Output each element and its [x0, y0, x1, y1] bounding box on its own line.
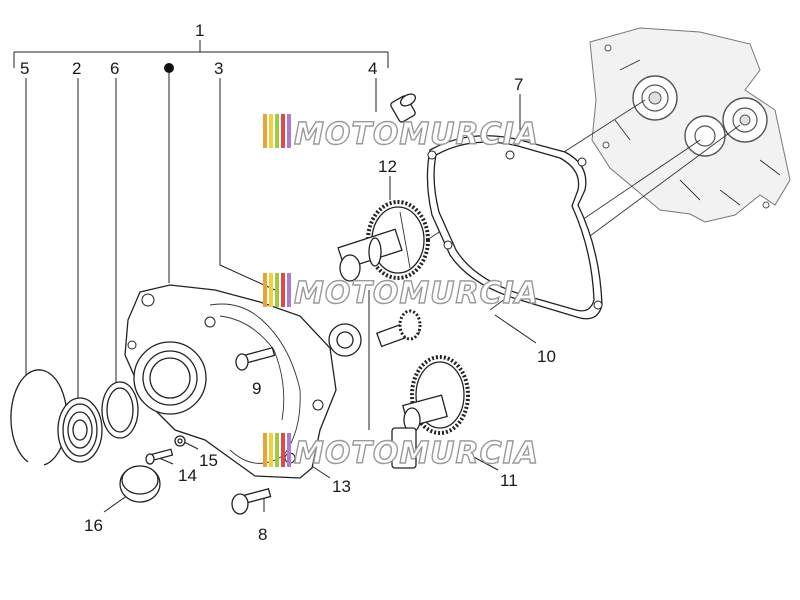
- gear-12: [337, 200, 430, 282]
- plug-cap: [119, 465, 161, 503]
- callout-1: 1: [195, 21, 204, 40]
- watermark-stripe: [281, 114, 285, 148]
- watermark-stripe: [269, 433, 273, 467]
- callout-8: 8: [258, 525, 267, 544]
- watermark-stripe: [287, 114, 291, 148]
- gasket: [426, 135, 603, 320]
- dowel-pin: [390, 93, 417, 123]
- watermark-stripe: [287, 273, 291, 307]
- leader-lines: [25, 73, 537, 513]
- callout-16: 16: [84, 516, 103, 535]
- watermark-stripe: [263, 114, 267, 148]
- callout-3: 3: [214, 59, 223, 78]
- group-bracket: [13, 40, 389, 73]
- callout-labels: 1 5 2 6 3 4 7 12 9 10 15 14 13 11 16 8: [20, 21, 556, 544]
- watermark-text: MOTOMURCIA: [294, 436, 539, 471]
- callout-4: 4: [368, 59, 377, 78]
- gear-11: [391, 355, 470, 469]
- crankcase-half: [589, 27, 791, 223]
- screw-14: [145, 448, 174, 465]
- watermark-stripe: [275, 433, 279, 467]
- callout-15: 15: [199, 451, 218, 470]
- watermark-stripe: [263, 433, 267, 467]
- watermark-stripe: [281, 433, 285, 467]
- callout-10: 10: [537, 347, 556, 366]
- callout-11: 11: [500, 471, 518, 490]
- watermark-top: MOTOMURCIA: [263, 114, 539, 153]
- watermark-middle: MOTOMURCIA: [263, 273, 539, 312]
- watermark-stripe: [263, 273, 267, 307]
- callout-6: 6: [110, 59, 119, 78]
- transmission-cover: [124, 284, 337, 479]
- bullet-marker: [164, 63, 174, 73]
- callout-14: 14: [178, 466, 197, 485]
- callout-13: 13: [332, 477, 351, 496]
- watermark-bottom: MOTOMURCIA: [263, 433, 539, 472]
- washer-15: [174, 435, 186, 447]
- callout-12: 12: [378, 157, 397, 176]
- watermark-stripe: [287, 433, 291, 467]
- pinion-shaft: [375, 309, 422, 348]
- watermark-text: MOTOMURCIA: [294, 276, 539, 311]
- watermark-stripe: [275, 114, 279, 148]
- watermark-stripe: [281, 273, 285, 307]
- watermark-stripe: [269, 114, 273, 148]
- oil-seal: [101, 381, 139, 439]
- watermark-stripe: [275, 273, 279, 307]
- watermark-text: MOTOMURCIA: [294, 117, 539, 152]
- callout-9: 9: [252, 379, 261, 398]
- bearing-small: [328, 323, 362, 357]
- bolt-9: [235, 346, 276, 371]
- watermark-stripe: [269, 273, 273, 307]
- callout-2: 2: [72, 59, 81, 78]
- callout-7: 7: [514, 75, 523, 94]
- circlip: [10, 369, 68, 466]
- bearing-large: [57, 397, 103, 463]
- bolt-8: [231, 487, 272, 515]
- callout-5: 5: [20, 59, 29, 78]
